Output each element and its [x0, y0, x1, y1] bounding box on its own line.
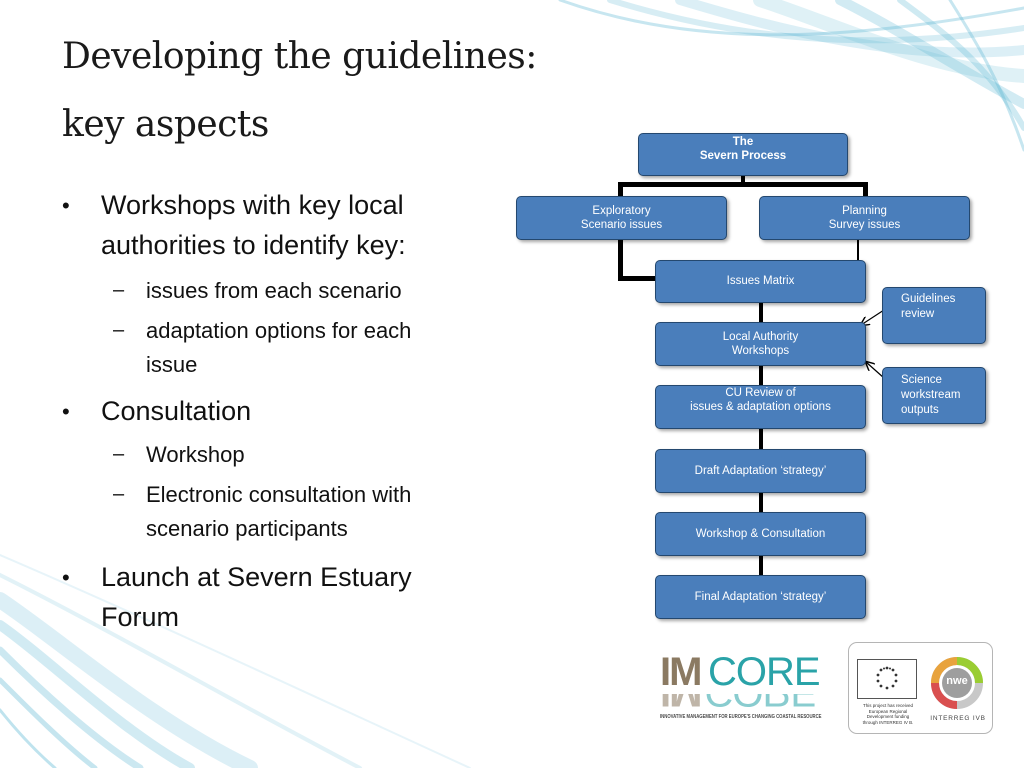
imcore-reflection-core: CORE: [704, 694, 816, 712]
imcore-logo-core: CORE: [708, 650, 821, 694]
box-label: Exploratory: [592, 205, 651, 217]
slide-title-line-2: key aspects: [62, 104, 269, 145]
nwe-ring-icon: [931, 657, 983, 709]
connector-line: [618, 239, 623, 280]
box-label: Severn Process: [699, 150, 787, 162]
eu-text-line: Development funding: [866, 714, 910, 719]
nwe-badge-text: nwe: [946, 675, 968, 687]
eu-text-line: through INTERREG IV B.: [862, 719, 914, 725]
box-label: Workshops: [731, 345, 790, 357]
box-local-authority-workshops: Local Authority Workshops: [655, 322, 866, 366]
box-label: Final Adaptation ‘strategy’: [694, 591, 827, 603]
box-label: outputs: [901, 404, 939, 416]
bullet-text: Consultation: [101, 396, 252, 426]
imcore-reflection-im: IM: [660, 694, 700, 712]
box-label: CU Review of: [725, 387, 796, 399]
box-draft-strategy: Draft Adaptation ‘strategy’: [655, 449, 866, 493]
connector-line: [618, 182, 868, 187]
box-workshop-consultation: Workshop & Consultation: [655, 512, 866, 556]
sub-bullet-text: Electronic consultation with: [146, 482, 412, 507]
imcore-tagline: INNOVATIVE MANAGEMENT FOR EUROPE'S CHANG…: [660, 714, 822, 720]
sub-bullet-text-continued: issue: [146, 352, 198, 377]
box-label: workstream: [901, 389, 961, 401]
arrow-science-to-workshops: [866, 362, 885, 379]
sub-bullet-text: Workshop: [146, 442, 245, 467]
imcore-logo-im: IM: [660, 650, 702, 694]
connector-line: [618, 182, 623, 198]
eu-funding-text: This project has received European Regio…: [857, 703, 919, 725]
connector-line: [759, 302, 763, 323]
box-label: Workshop & Consultation: [695, 528, 826, 540]
box-label: Local Authority: [722, 331, 799, 343]
connector-line: [618, 276, 658, 281]
bullet-marker: •: [62, 399, 70, 424]
bullet-text: Workshops with key local: [101, 190, 404, 220]
box-science-outputs: Science workstream outputs: [882, 367, 986, 424]
box-label: Guidelines: [901, 293, 956, 305]
box-planning: Planning Survey issues: [759, 196, 970, 240]
box-label: Planning: [842, 205, 887, 217]
sub-bullet-text-continued: scenario participants: [146, 516, 348, 541]
box-label: Issues Matrix: [726, 275, 795, 287]
box-label: Survey issues: [828, 219, 901, 231]
box-exploratory: Exploratory Scenario issues: [516, 196, 727, 240]
bullet-text-continued: Forum: [101, 602, 180, 632]
connector-line: [741, 175, 745, 185]
box-label: Science: [901, 374, 942, 386]
bullet-text-continued: authorities to identify key:: [101, 230, 406, 260]
box-label: review: [901, 308, 935, 320]
bullet-marker: •: [62, 193, 70, 218]
sub-bullet-marker: –: [113, 443, 125, 465]
box-cu-review: CU Review of issues & adaptation options: [655, 385, 866, 429]
box-label: issues & adaptation options: [690, 401, 831, 413]
eu-text-line: European Regional: [868, 708, 908, 714]
sub-bullet-text: issues from each scenario: [146, 278, 402, 303]
bullet-marker: •: [62, 565, 70, 590]
slide-title-line-1: Developing the guidelines:: [62, 36, 537, 77]
box-issues-matrix: Issues Matrix: [655, 260, 866, 303]
sub-bullet-marker: –: [113, 319, 125, 341]
box-label: Draft Adaptation ‘strategy’: [694, 465, 827, 477]
box-label: The: [732, 136, 754, 148]
connector-line: [857, 239, 859, 261]
sub-bullet-text: adaptation options for each: [146, 318, 412, 343]
connector-line: [759, 492, 763, 513]
box-label: Scenario issues: [580, 219, 663, 231]
box-guidelines-review: Guidelines review: [882, 287, 986, 344]
sub-bullet-marker: –: [113, 279, 125, 301]
eu-flag-icon: [857, 659, 917, 699]
connector-line: [759, 555, 763, 576]
arrow-guidelines-to-workshops: [861, 309, 885, 325]
eu-interreg-panel: This project has received European Regio…: [848, 642, 993, 734]
interreg-caption: INTERREG IVB: [930, 715, 986, 722]
eu-text-line: This project has received: [862, 703, 914, 708]
box-severn-process: The Severn Process: [638, 133, 848, 176]
sub-bullet-marker: –: [113, 483, 125, 505]
connector-line: [759, 428, 763, 450]
connector-line: [759, 365, 763, 386]
box-final-strategy: Final Adaptation ‘strategy’: [655, 575, 866, 619]
connector-line: [863, 182, 868, 198]
bullet-text: Launch at Severn Estuary: [101, 562, 412, 592]
